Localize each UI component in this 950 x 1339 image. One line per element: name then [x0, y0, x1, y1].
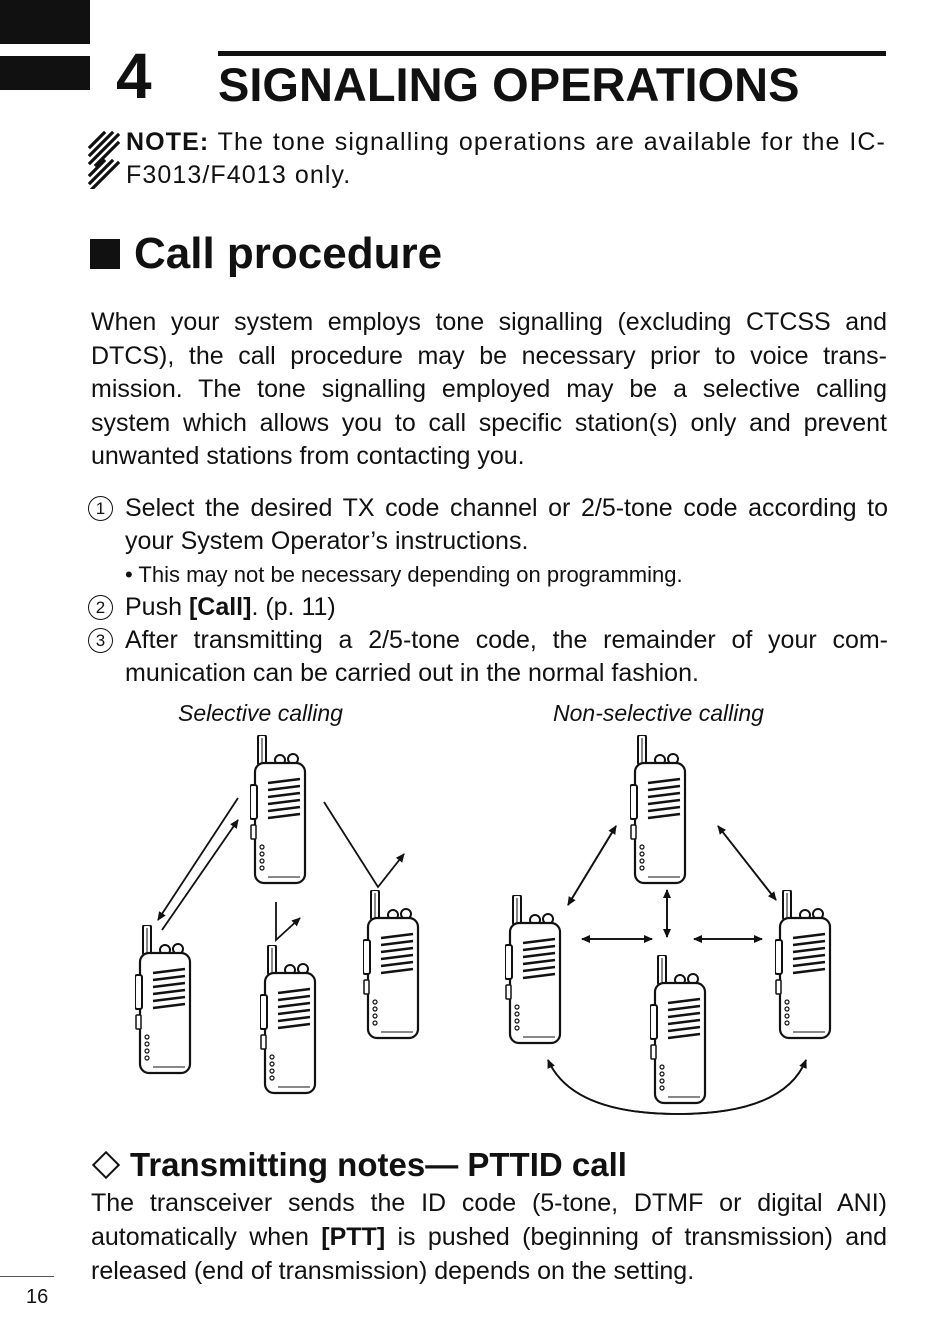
ptt-key-label: [PTT]	[321, 1223, 386, 1251]
handheld-radio-icon	[135, 925, 192, 1075]
step-number: 3	[88, 628, 113, 653]
chapter-rule	[218, 51, 886, 56]
handheld-radio-icon	[775, 890, 832, 1040]
steps-list: 1 Select the desired TX code channel or …	[88, 492, 888, 690]
page-number: 16	[26, 1286, 49, 1308]
section-title: Call procedure	[134, 229, 443, 278]
note-hatch-icon	[88, 131, 120, 189]
step-text-pre: Push	[125, 593, 189, 621]
handheld-radio-icon	[650, 955, 707, 1105]
handheld-radio-icon	[630, 735, 687, 885]
subsection-title: Transmitting notes— PTTID call	[130, 1146, 627, 1183]
selective-calling-caption: Selective calling	[178, 700, 343, 726]
step-1: 1 Select the desired TX code channel or …	[88, 492, 888, 558]
pttid-paragraph: The transceiver sends the ID code (5-ton…	[91, 1186, 887, 1288]
step-number: 2	[88, 595, 113, 620]
intro-text: When your system employs tone signalling…	[91, 308, 887, 470]
pttid-text-post: is pushed (beginning of transmission) an…	[91, 1223, 888, 1285]
handheld-radio-icon	[250, 735, 307, 885]
square-bullet-icon	[90, 239, 120, 270]
chapter-title: SIGNALING OPERATIONS	[218, 58, 800, 111]
handheld-radio-icon	[260, 945, 317, 1095]
note-body: The tone signalling operations are avail…	[126, 128, 886, 189]
selective-arrows	[157, 797, 405, 943]
step-1-note: • This may not be necessary depending on…	[125, 562, 683, 587]
step-3: 3 After transmitting a 2/5-tone code, th…	[88, 624, 888, 690]
chapter-number: 4	[116, 40, 152, 112]
note-text: NOTE: The tone signalling operations are…	[126, 126, 886, 192]
chapter-tab-bottom	[0, 56, 90, 90]
section-heading: Call procedure	[90, 229, 443, 278]
step-number: 1	[88, 496, 113, 521]
subsection-heading: Transmitting notes— PTTID call	[90, 1146, 627, 1184]
note-label: NOTE:	[126, 128, 210, 156]
footer-rule	[0, 1276, 54, 1277]
call-key-label: [Call]	[188, 593, 252, 621]
non-selective-calling-caption: Non-selective calling	[553, 700, 764, 726]
pttid-text-pre: The transceiver sends the ID code (5-ton…	[91, 1189, 887, 1251]
non-selective-arrows	[547, 825, 807, 1115]
calling-diagram	[135, 735, 832, 1115]
step-2: 2 Push [Call]. (p. 11)	[88, 591, 888, 624]
diamond-bullet-icon	[91, 1150, 121, 1180]
step-text: Select the desired TX code channel or 2/…	[125, 494, 888, 555]
step-text: After transmitting a 2/5-tone code, the …	[125, 626, 888, 687]
handheld-radio-icon	[505, 895, 562, 1045]
intro-paragraph: When your system employs tone signalling…	[91, 306, 887, 474]
chapter-tab-top	[0, 0, 90, 44]
handheld-radio-icon	[363, 890, 420, 1040]
step-text-post: . (p. 11)	[251, 593, 336, 621]
